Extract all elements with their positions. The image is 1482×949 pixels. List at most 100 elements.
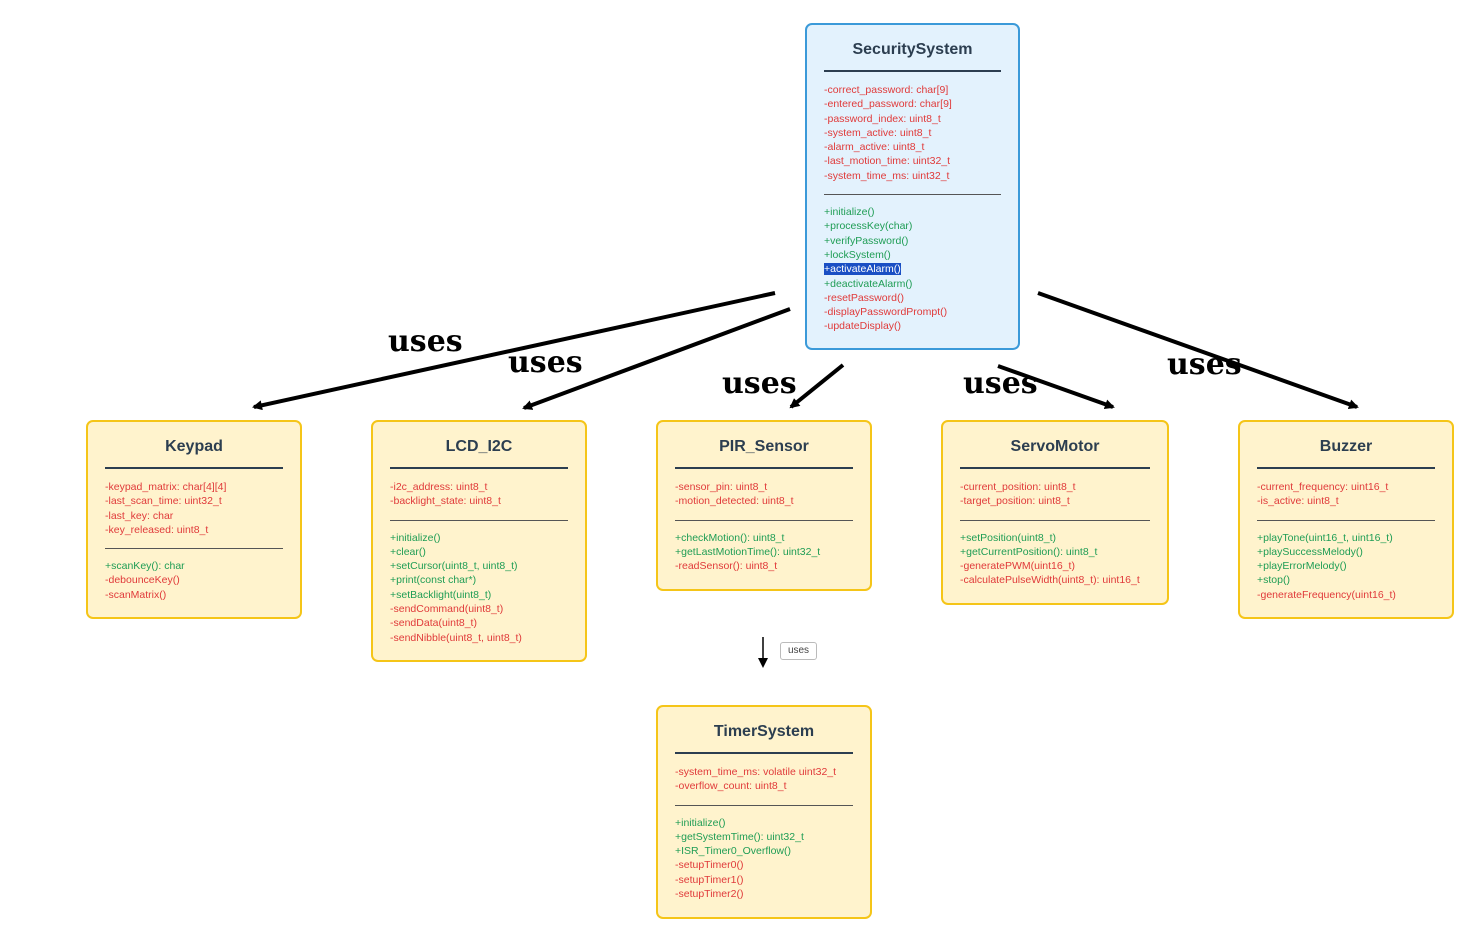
attributes-section: -system_time_ms: volatile uint32_t -overf… — [675, 765, 853, 794]
relation-label-timer: uses — [780, 642, 817, 660]
method-row[interactable]: +getLastMotionTime(): uint32_t — [675, 545, 821, 558]
attribute-row: -is_active: uint8_t — [1257, 495, 1339, 508]
methods-section: +scanKey(): char-debounceKey()-scanMatri… — [105, 559, 283, 602]
attribute-row: -system_time_ms: uint32_t — [824, 169, 950, 182]
method-row[interactable]: +ISR_Timer0_Overflow() — [675, 845, 792, 858]
attribute-row: -alarm_active: uint8_t — [824, 141, 925, 154]
relation-label-keypad: uses — [388, 324, 463, 359]
method-row[interactable]: -updateDisplay() — [824, 320, 902, 333]
methods-section: +initialize()+processKey(char)+verifyPas… — [824, 205, 1001, 334]
method-row[interactable]: +processKey(char) — [824, 220, 913, 233]
method-row[interactable]: +print(const char*) — [390, 574, 477, 587]
class-keypad[interactable]: Keypad -keypad_matrix: char[4][4]-last_sc… — [86, 420, 302, 619]
method-row[interactable]: +stop() — [1257, 574, 1290, 587]
method-row[interactable]: +checkMotion(): uint8_t — [675, 531, 785, 544]
method-row[interactable]: -scanMatrix() — [105, 588, 167, 601]
method-row[interactable]: +setBacklight(uint8_t) — [390, 588, 492, 601]
attributes-section: -current_frequency: uint16_t -is_active: … — [1257, 480, 1435, 509]
attribute-row: -target_position: uint8_t — [960, 495, 1070, 508]
method-row[interactable]: +getCurrentPosition(): uint8_t — [960, 545, 1098, 558]
method-row[interactable]: +lockSystem() — [824, 248, 891, 261]
method-row[interactable]: +setPosition(uint8_t) — [960, 531, 1057, 544]
method-row[interactable]: -sendNibble(uint8_t, uint8_t) — [390, 631, 522, 644]
class-name: Buzzer — [1257, 422, 1435, 469]
section-divider — [390, 519, 568, 521]
class-pir-sensor[interactable]: PIR_Sensor -sensor_pin: uint8_t -motion_de… — [656, 420, 872, 591]
method-row[interactable]: +playTone(uint16_t, uint16_t) — [1257, 531, 1393, 544]
method-row[interactable]: +verifyPassword() — [824, 234, 909, 247]
class-name: ServoMotor — [960, 422, 1150, 469]
attributes-section: -i2c_address: uint8_t -backlight_state: u… — [390, 480, 568, 509]
class-securitysystem[interactable]: SecuritySystem -correct_password: char[9]… — [805, 23, 1020, 350]
attribute-row: -backlight_state: uint8_t — [390, 495, 501, 508]
class-lcd-i2c[interactable]: LCD_I2C -i2c_address: uint8_t -backlight_s… — [371, 420, 587, 662]
method-row[interactable]: -displayPasswordPrompt() — [824, 306, 948, 319]
attributes-section: -current_position: uint8_t-target_positi… — [960, 480, 1150, 509]
class-name: LCD_I2C — [390, 422, 568, 469]
attribute-row: -overflow_count: uint8_t — [675, 780, 787, 793]
method-row[interactable]: -calculatePulseWidth(uint8_t): uint16_t — [960, 574, 1140, 587]
method-row[interactable]: +initialize() — [675, 816, 726, 829]
arrow-security-lcd — [522, 307, 791, 410]
class-buzzer[interactable]: Buzzer -current_frequency: uint16_t -is_ac… — [1238, 420, 1454, 619]
methods-section: +initialize()+getSystemTime(): uint32_t +… — [675, 816, 853, 902]
methods-section: +playTone(uint16_t, uint16_t)+playSucces… — [1257, 531, 1435, 602]
method-row[interactable]: -resetPassword() — [824, 291, 904, 304]
method-row[interactable]: +getSystemTime(): uint32_t — [675, 830, 804, 843]
method-row[interactable]: -generateFrequency(uint16_t) — [1257, 588, 1396, 601]
method-row[interactable]: -setupTimer2() — [675, 888, 744, 901]
section-divider — [105, 548, 283, 550]
arrow-security-servo — [997, 364, 1115, 410]
method-row[interactable]: -generatePWM(uint16_t) — [960, 560, 1075, 573]
class-name: SecuritySystem — [824, 25, 1001, 72]
section-divider — [675, 519, 853, 521]
method-row[interactable]: +deactivateAlarm() — [824, 277, 913, 290]
method-row[interactable]: +playErrorMelody() — [1257, 560, 1347, 573]
method-row[interactable]: +initialize() — [390, 531, 441, 544]
relation-label-pir: uses — [722, 366, 797, 401]
method-row[interactable]: -debounceKey() — [105, 574, 180, 587]
attribute-row: -entered_password: char[9] — [824, 98, 952, 111]
method-row[interactable]: +playSuccessMelody() — [1257, 545, 1363, 558]
section-divider — [1257, 519, 1435, 521]
attribute-row: -current_frequency: uint16_t — [1257, 481, 1389, 493]
section-divider — [824, 194, 1001, 196]
method-row[interactable]: -sendData(uint8_t) — [390, 617, 477, 630]
attribute-row: -sensor_pin: uint8_t — [675, 481, 768, 493]
method-row[interactable]: +clear() — [390, 545, 426, 558]
attribute-row: -motion_detected: uint8_t — [675, 495, 794, 508]
arrow-security-keypad — [252, 291, 776, 411]
selected-text[interactable]: +activateAlarm() — [824, 263, 901, 276]
class-timersystem[interactable]: TimerSystem -system_time_ms: volatile uin… — [656, 705, 872, 919]
method-row[interactable]: -readSensor(): uint8_t — [675, 560, 778, 573]
attributes-section: -sensor_pin: uint8_t -motion_detected: ui… — [675, 480, 853, 509]
class-name: PIR_Sensor — [675, 422, 853, 469]
arrow-security-pir — [789, 363, 845, 409]
class-servomotor[interactable]: ServoMotor -current_position: uint8_t-tar… — [941, 420, 1169, 605]
attribute-row: -system_time_ms: volatile uint32_t — [675, 766, 837, 778]
method-row[interactable]: -setupTimer0() — [675, 859, 744, 872]
class-name: Keypad — [105, 422, 283, 469]
method-row[interactable]: +initialize() — [824, 206, 875, 219]
method-row[interactable]: -setupTimer1() — [675, 873, 744, 886]
method-row[interactable]: +setCursor(uint8_t, uint8_t) — [390, 560, 518, 573]
arrow-security-buzzer — [1037, 291, 1359, 410]
attributes-section: -correct_password: char[9] -entered_passw… — [824, 83, 1001, 183]
section-divider — [675, 804, 853, 806]
method-row[interactable]: +scanKey(): char — [105, 560, 185, 573]
attribute-row: -last_scan_time: uint32_t — [105, 495, 222, 508]
attribute-row: -correct_password: char[9] — [824, 84, 949, 96]
method-row[interactable]: +activateAlarm() — [824, 262, 1001, 276]
attribute-row: -i2c_address: uint8_t — [390, 481, 488, 493]
attribute-row: -system_active: uint8_t — [824, 126, 932, 139]
attribute-row: -key_released: uint8_t — [105, 523, 209, 536]
attributes-section: -keypad_matrix: char[4][4]-last_scan_tim… — [105, 480, 283, 537]
attribute-row: -last_motion_time: uint32_t — [824, 155, 951, 168]
attribute-row: -last_key: char — [105, 509, 174, 522]
relation-label-buzzer: uses — [1167, 347, 1242, 382]
method-row[interactable]: -sendCommand(uint8_t) — [390, 603, 504, 616]
class-name: TimerSystem — [675, 707, 853, 754]
methods-section: +checkMotion(): uint8_t+getLastMotionTim… — [675, 531, 853, 574]
